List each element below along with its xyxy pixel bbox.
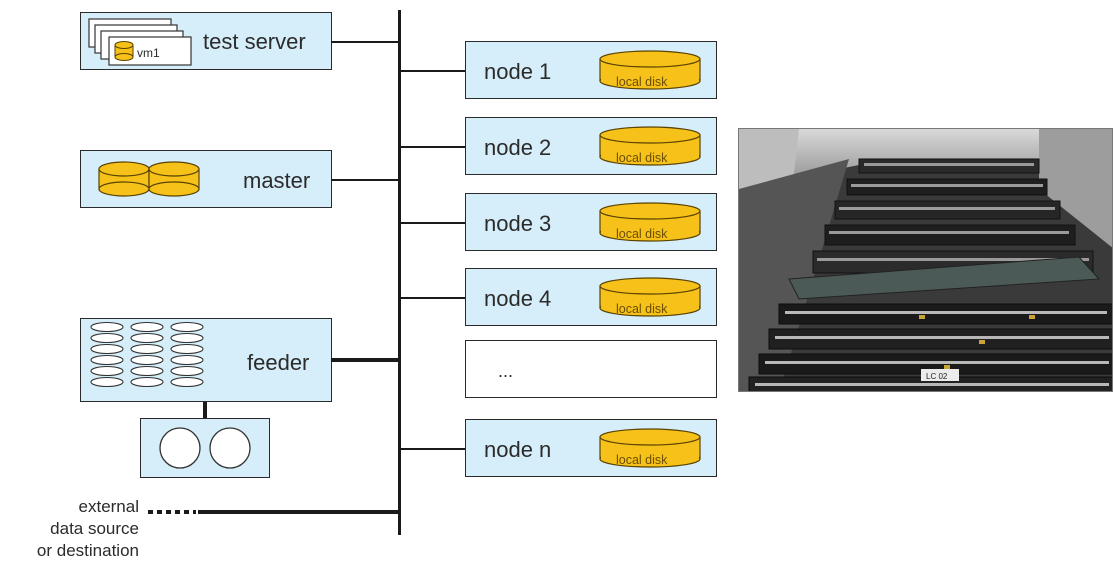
master-box: master	[80, 150, 332, 208]
external-line-2: data source	[50, 519, 139, 538]
local-disk-icon	[599, 277, 701, 317]
local-disk-label: local disk	[616, 75, 668, 89]
node-n-link	[399, 448, 466, 450]
test-server-label: test server	[203, 29, 306, 54]
local-disk-label: local disk	[616, 151, 668, 165]
node-4-label: node 4	[484, 286, 552, 311]
server-rack-illustration: LC 02	[739, 129, 1112, 391]
node-3-link	[399, 222, 466, 224]
feeder-tape-link	[203, 402, 207, 418]
external-line-1: external	[78, 497, 139, 516]
node-n-label: node n	[484, 437, 552, 462]
node-3-box: node 3 local disk	[465, 193, 717, 251]
node-n-box: node n local disk	[465, 419, 717, 477]
local-disk-label: local disk	[616, 453, 668, 467]
node-2-box: node 2 local disk	[465, 117, 717, 175]
external-link	[148, 510, 400, 514]
vm-label: vm1	[137, 46, 160, 60]
local-disk-label: local disk	[616, 302, 668, 316]
master-label: master	[243, 168, 311, 193]
node-ellipsis-label: ...	[498, 361, 514, 381]
feeder-box: feeder	[80, 318, 332, 402]
master-disks-icon	[98, 161, 200, 197]
tape-reels-icon	[159, 427, 251, 469]
master-link	[331, 179, 399, 181]
external-source-label: external data source or destination	[0, 496, 139, 562]
vm-disk-icon	[114, 41, 134, 61]
feeder-link	[331, 358, 399, 362]
node-2-link	[399, 146, 466, 148]
node-3-label: node 3	[484, 211, 552, 236]
node-2-label: node 2	[484, 135, 552, 160]
feeder-disks-icon	[90, 321, 204, 388]
local-disk-icon	[599, 428, 701, 468]
node-ellipsis-box: ...	[465, 340, 717, 398]
node-4-link	[399, 297, 466, 299]
node-4-box: node 4 local disk	[465, 268, 717, 326]
test-server-link	[331, 41, 399, 43]
local-disk-label: local disk	[616, 227, 668, 241]
local-disk-icon	[599, 126, 701, 166]
local-disk-icon	[599, 202, 701, 242]
test-server-box: vm1 test server	[80, 12, 332, 70]
node-1-box: node 1 local disk	[465, 41, 717, 99]
node-1-label: node 1	[484, 59, 552, 84]
tape-drive-box	[140, 418, 270, 478]
node-1-link	[399, 70, 466, 72]
rack-tag-text: LC 02	[926, 372, 948, 381]
feeder-label: feeder	[247, 350, 310, 375]
vm-stack-icon	[88, 18, 192, 66]
local-disk-icon	[599, 50, 701, 90]
rack-tag	[921, 369, 959, 381]
network-bus	[398, 10, 401, 535]
external-line-3: or destination	[36, 541, 139, 560]
server-rack-photo: LC 02	[738, 128, 1113, 392]
